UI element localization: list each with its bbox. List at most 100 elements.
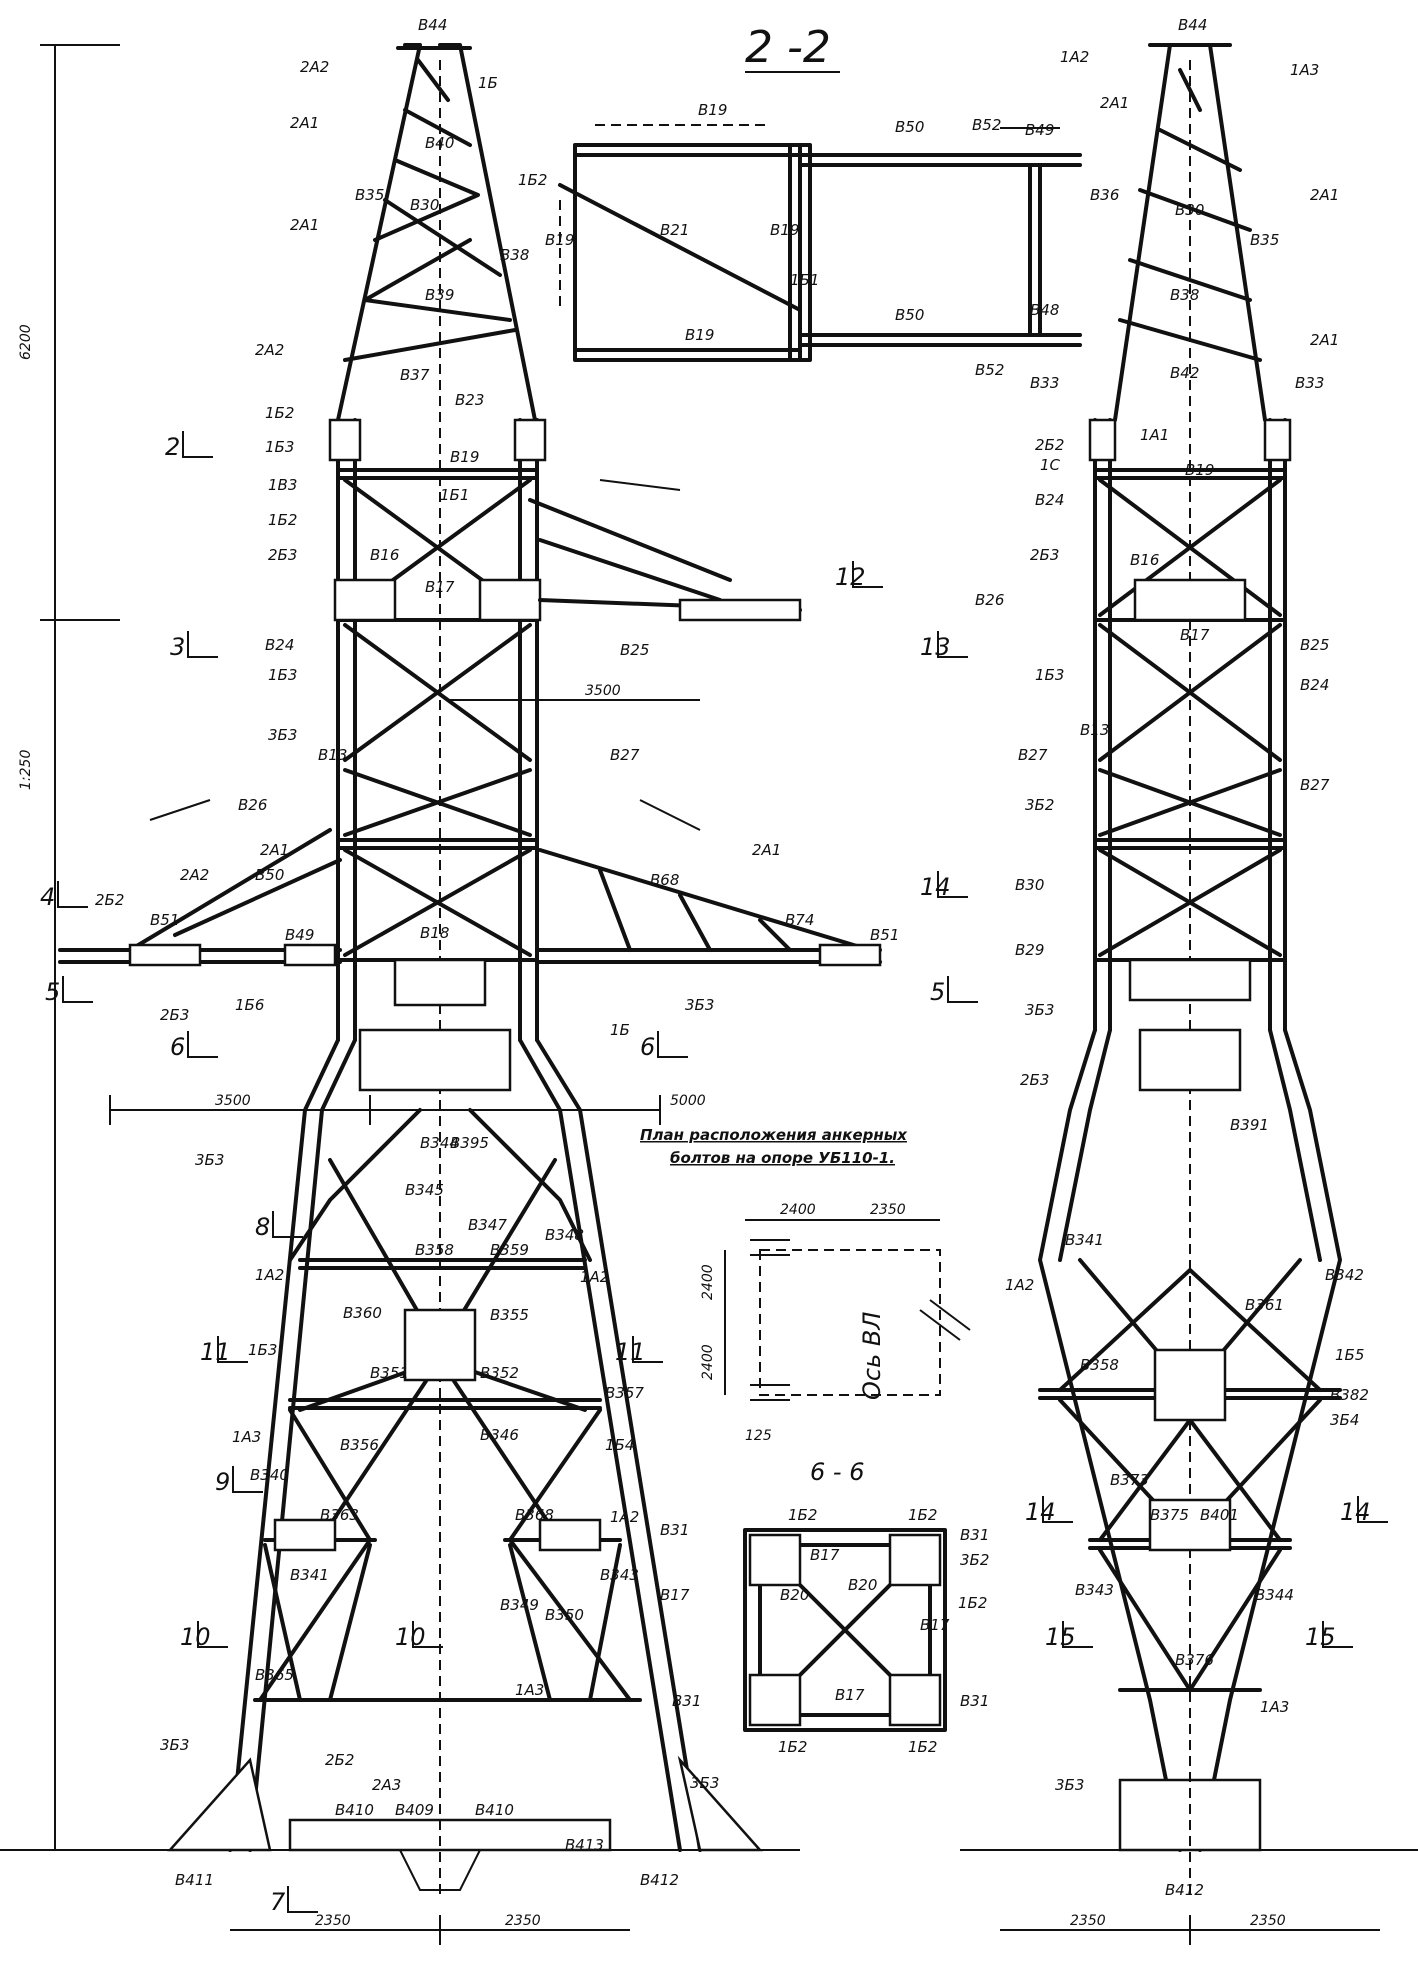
plan-member-label: 1Б1 xyxy=(790,271,819,289)
dim-arm-right: 5000 xyxy=(670,1093,706,1109)
front-member-label: 2А1 xyxy=(290,216,319,234)
section-cut-mark: 6 xyxy=(170,1033,185,1061)
front-member-label: 2Б2 xyxy=(325,1751,354,1769)
section-member-label: 1Б2 xyxy=(908,1738,937,1756)
plan-member-label: В50 xyxy=(895,118,924,136)
front-member-label: 2А1 xyxy=(752,841,781,859)
front-joint-plates xyxy=(273,418,602,1552)
side-member-label: В26 xyxy=(975,591,1004,609)
side-member-label: В375 xyxy=(1150,1506,1189,1524)
plan-member-label: В52 xyxy=(972,116,1001,134)
side-member-label: В30 xyxy=(1015,876,1044,894)
side-member-label: В17 xyxy=(1180,626,1210,644)
section-member-label: 1Б2 xyxy=(778,1738,807,1756)
front-member-label: В44 xyxy=(418,16,447,34)
section-cut-arrow xyxy=(657,1031,688,1058)
plan-member-label: В52 xyxy=(975,361,1004,379)
side-member-label: В341 xyxy=(1065,1231,1104,1249)
side-member-label: В373 xyxy=(1110,1471,1149,1489)
side-member-label: 2А1 xyxy=(1310,186,1339,204)
side-member-label: 1А3 xyxy=(1260,1698,1289,1716)
front-member-label: В25 xyxy=(620,641,649,659)
front-member-label: В51 xyxy=(870,926,899,944)
front-member-label: 1Б3 xyxy=(248,1341,277,1359)
front-member-label: 2А2 xyxy=(255,341,284,359)
side-member-label: В24 xyxy=(1300,676,1329,694)
front-member-label: В341 xyxy=(290,1566,329,1584)
side-member-label: 1А2 xyxy=(1060,48,1089,66)
front-member-label: В39 xyxy=(425,286,454,304)
section-cut-mark: 6 xyxy=(640,1033,655,1061)
front-member-label: В360 xyxy=(343,1304,382,1322)
dim-anchor-h1: 2400 xyxy=(780,1202,816,1218)
front-member-label: В16 xyxy=(370,546,399,564)
front-member-label: В411 xyxy=(175,1871,214,1889)
front-member-label: В24 xyxy=(265,636,294,654)
side-member-label: 2А1 xyxy=(1310,331,1339,349)
front-member-label: 1А2 xyxy=(610,1508,639,1526)
front-member-label: В23 xyxy=(455,391,484,409)
side-member-label: 3Б2 xyxy=(1025,796,1054,814)
front-member-label: В68 xyxy=(650,871,679,889)
front-member-label: В344 xyxy=(420,1134,459,1152)
side-member-label: 1С xyxy=(1040,456,1061,474)
front-member-label: В357 xyxy=(605,1384,644,1402)
front-member-label: В356 xyxy=(340,1436,379,1454)
dim-anchor-small: 125 xyxy=(745,1428,772,1444)
plan-member-label: В19 xyxy=(770,221,799,239)
dim-base-right-2: 2350 xyxy=(1250,1913,1286,1929)
front-member-label: В18 xyxy=(420,924,449,942)
side-member-label: 1А3 xyxy=(1290,61,1319,79)
side-member-label: 2А1 xyxy=(1100,94,1129,112)
side-member-label: В343 xyxy=(1075,1581,1114,1599)
front-member-label: В35 xyxy=(355,186,384,204)
front-member-label: 2А2 xyxy=(180,866,209,884)
front-member-label: 1А3 xyxy=(515,1681,544,1699)
right-crossarm xyxy=(535,799,882,967)
section-cut-mark: 4 xyxy=(40,883,55,911)
front-member-label: 3Б3 xyxy=(690,1774,719,1792)
section-cut-arrow xyxy=(272,1211,303,1238)
section-cut-arrow xyxy=(287,1886,318,1913)
dim-anchor-v1: 2400 xyxy=(700,1264,716,1300)
front-member-label: В26 xyxy=(238,796,267,814)
section-member-label: 1Б2 xyxy=(958,1594,987,1612)
section-member-label: В17 xyxy=(810,1546,840,1564)
side-member-label: В401 xyxy=(1200,1506,1239,1524)
section-6-6-drawing xyxy=(743,1528,947,1732)
dim-base-left-2: 2350 xyxy=(505,1913,541,1929)
front-member-label: 1А2 xyxy=(255,1266,284,1284)
side-member-label: В376 xyxy=(1175,1651,1214,1669)
side-member-label: В25 xyxy=(1300,636,1329,654)
front-member-label: 2Б2 xyxy=(95,891,124,909)
section-member-label: 3Б2 xyxy=(960,1551,989,1569)
section-member-label: В31 xyxy=(960,1692,989,1710)
front-member-label: В355 xyxy=(490,1306,529,1324)
section-member-label: В20 xyxy=(848,1576,877,1594)
section-cut-arrow xyxy=(217,1336,248,1363)
front-member-label: В19 xyxy=(450,448,479,466)
front-member-label: В409 xyxy=(395,1801,434,1819)
section-2-2-title: 2 -2 xyxy=(745,22,831,73)
dim-base-right-1: 2350 xyxy=(1070,1913,1106,1929)
front-view-labels: В442А21Б2А1В40В35В30В382А1В392А2В371Б21Б… xyxy=(95,16,899,1889)
dim-anchor-v2: 2400 xyxy=(700,1344,716,1380)
section-cut-arrow xyxy=(1322,1621,1353,1648)
front-member-label: 1Б3 xyxy=(265,438,294,456)
plan-2-2-drawing xyxy=(558,124,1082,362)
front-member-label: 3Б3 xyxy=(160,1736,189,1754)
side-member-label: В382 xyxy=(1330,1386,1369,1404)
front-member-label: 2А3 xyxy=(372,1776,401,1794)
section-cut-arrow xyxy=(1062,1621,1093,1648)
front-member-label: В30 xyxy=(410,196,439,214)
front-member-label: 2А1 xyxy=(260,841,289,859)
front-member-label: В50 xyxy=(255,866,284,884)
side-member-label: В361 xyxy=(1245,1296,1284,1314)
front-member-label: 2Б3 xyxy=(160,1006,189,1024)
plan-member-label: 1Б2 xyxy=(518,171,547,189)
front-member-label: В368 xyxy=(515,1506,554,1524)
side-member-label: В35 xyxy=(1250,231,1279,249)
front-member-label: В413 xyxy=(565,1836,604,1854)
